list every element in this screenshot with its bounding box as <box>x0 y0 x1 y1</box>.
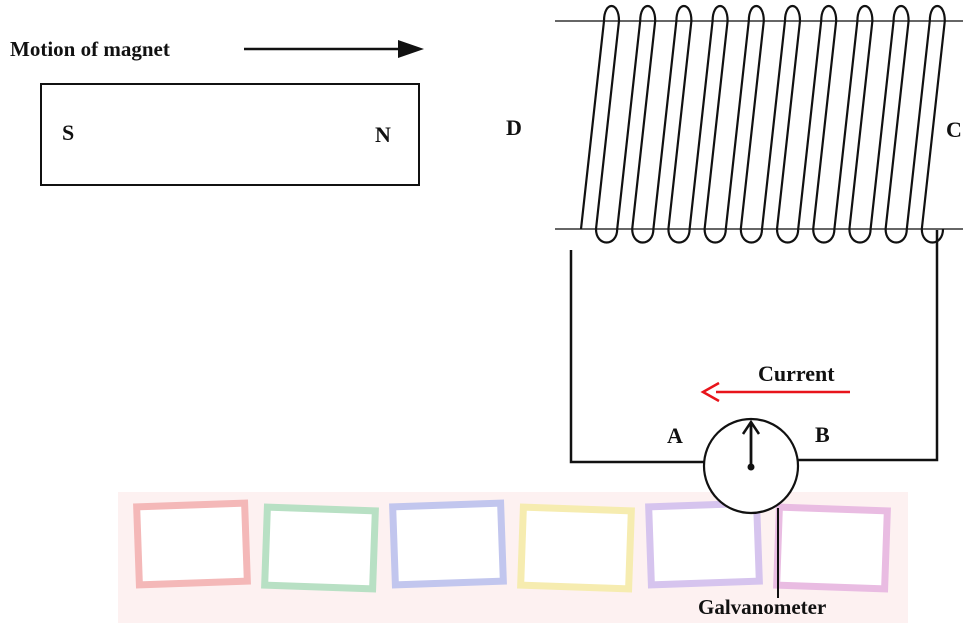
coil-turn <box>905 4 946 244</box>
coil-end-label-c: C <box>946 117 962 142</box>
needle-tip-icon <box>741 419 761 435</box>
coil-end-label-d: D <box>506 115 522 140</box>
galvanometer-label: Galvanometer <box>698 595 826 619</box>
watermark-frame <box>645 499 763 589</box>
watermark-frames <box>133 499 891 593</box>
motion-arrow-icon <box>398 40 424 58</box>
watermark <box>118 492 908 623</box>
coil-turn <box>688 4 729 244</box>
current-indicator: Current <box>700 361 850 403</box>
coil-turn <box>616 4 657 244</box>
coil-turn <box>652 4 693 244</box>
watermark-frame <box>133 499 251 589</box>
coil-turn <box>760 4 802 244</box>
coil-turn <box>833 4 874 244</box>
north-pole-label: N <box>375 122 391 147</box>
wire-left <box>569 250 705 464</box>
galvanometer: A B Galvanometer <box>667 417 830 619</box>
coil-turn <box>579 4 621 244</box>
coil-turns <box>579 4 946 244</box>
magnet-body <box>40 83 420 186</box>
coil-turn <box>797 4 838 244</box>
coil-turn <box>724 4 765 244</box>
motion-label: Motion of magnet <box>10 37 170 61</box>
south-pole-label: S <box>62 120 74 145</box>
motion-indicator: Motion of magnet <box>10 37 424 61</box>
current-arrow-icon <box>700 381 720 403</box>
terminal-a-label: A <box>667 423 683 448</box>
needle-pivot-icon <box>747 463 755 471</box>
watermark-frame <box>517 503 635 593</box>
watermark-frame <box>261 503 379 593</box>
circuit-wires <box>569 230 939 598</box>
terminal-b-label: B <box>815 422 830 447</box>
watermark-frame <box>773 503 891 593</box>
watermark-frame <box>389 499 507 589</box>
coil-turn <box>869 4 910 244</box>
bar-magnet: S N <box>40 83 420 186</box>
coil: D C <box>506 4 963 244</box>
current-label: Current <box>758 361 835 386</box>
wire-right <box>797 230 939 462</box>
